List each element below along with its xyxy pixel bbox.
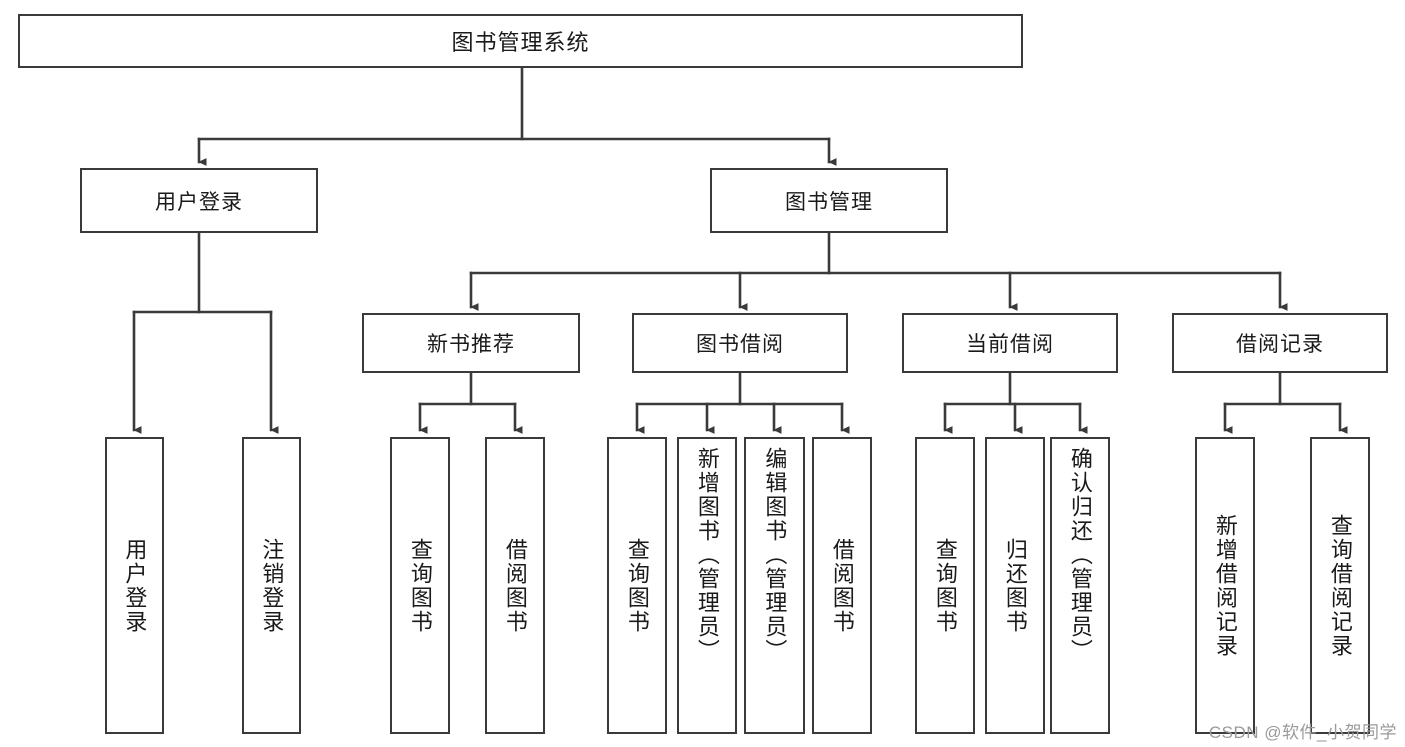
node-label: 注销登录 <box>259 537 285 634</box>
node-label: 当前借阅 <box>966 333 1054 356</box>
node-borrow-record[interactable]: 借阅记录 <box>1172 313 1388 373</box>
node-label: 查询图书 <box>932 537 958 634</box>
node-new-book-recommend[interactable]: 新书推荐 <box>362 313 580 373</box>
leaf-query-book-current[interactable]: 查询图书 <box>915 437 975 734</box>
leaf-edit-book-admin[interactable]: 编辑图书（管理员） <box>744 437 805 734</box>
node-label: 新增借阅记录 <box>1212 513 1238 658</box>
watermark-text: CSDN @软件_小贺同学 <box>1208 723 1397 742</box>
node-label: 查询借阅记录 <box>1327 513 1353 658</box>
node-book-borrow[interactable]: 图书借阅 <box>632 313 848 373</box>
node-root-book-management-system[interactable]: 图书管理系统 <box>18 14 1023 68</box>
leaf-borrow-book-borrow[interactable]: 借阅图书 <box>812 437 872 734</box>
node-user-login[interactable]: 用户登录 <box>80 168 318 233</box>
node-label: 图书管理系统 <box>451 30 590 55</box>
leaf-user-login[interactable]: 用户登录 <box>105 437 164 734</box>
node-label: 新书推荐 <box>427 333 515 356</box>
node-label: 图书借阅 <box>696 333 784 356</box>
node-label: 确认归还（管理员） <box>1067 447 1093 663</box>
node-label: 借阅图书 <box>502 537 528 634</box>
leaf-query-book-recommend[interactable]: 查询图书 <box>390 437 450 734</box>
node-label: 借阅记录 <box>1236 333 1324 356</box>
node-label: 编辑图书（管理员） <box>762 447 788 663</box>
leaf-add-borrow-record[interactable]: 新增借阅记录 <box>1195 437 1255 734</box>
node-label: 查询图书 <box>407 537 433 634</box>
leaf-logout[interactable]: 注销登录 <box>242 437 301 734</box>
node-label: 归还图书 <box>1002 537 1028 634</box>
node-label: 借阅图书 <box>829 537 855 634</box>
leaf-query-borrow-record[interactable]: 查询借阅记录 <box>1310 437 1370 734</box>
node-label: 图书管理 <box>785 190 873 214</box>
node-book-management[interactable]: 图书管理 <box>710 168 948 233</box>
node-label: 用户登录 <box>155 190 243 214</box>
leaf-confirm-return-admin[interactable]: 确认归还（管理员） <box>1050 437 1110 734</box>
leaf-borrow-book-recommend[interactable]: 借阅图书 <box>485 437 545 734</box>
leaf-query-book-borrow[interactable]: 查询图书 <box>607 437 667 734</box>
leaf-return-book[interactable]: 归还图书 <box>985 437 1045 734</box>
leaf-add-book-admin[interactable]: 新增图书（管理员） <box>677 437 737 734</box>
node-label: 查询图书 <box>624 537 650 634</box>
node-label: 用户登录 <box>122 537 148 634</box>
node-current-borrow[interactable]: 当前借阅 <box>902 313 1118 373</box>
node-label: 新增图书（管理员） <box>694 447 720 663</box>
